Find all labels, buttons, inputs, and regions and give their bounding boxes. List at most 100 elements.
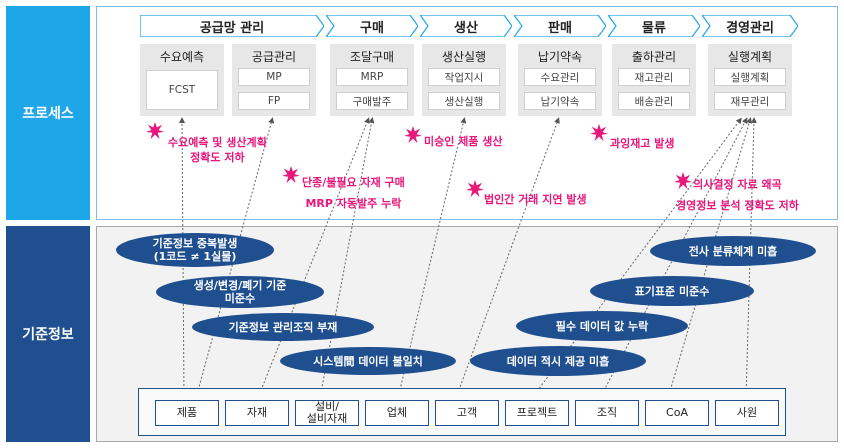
stage-management: 경영관리 bbox=[702, 15, 798, 37]
sub-item: 수요관리 bbox=[524, 68, 596, 86]
master-issue-lifecycle-rules: 생성/변경/폐기 기준 미준수 bbox=[156, 276, 324, 308]
oval-line: 기준정보 관리조직 부재 bbox=[228, 320, 338, 334]
entity-label: 조직 bbox=[596, 406, 618, 419]
oval-line: 기준정보 중복발생 bbox=[152, 237, 238, 250]
entity-label: 업체 bbox=[386, 406, 408, 419]
chevron-shape bbox=[702, 15, 798, 37]
sub-item: 재무관리 bbox=[714, 92, 786, 110]
oval-line: 전사 분류체계 미흡 bbox=[688, 244, 778, 258]
entity-label: 프로젝트 bbox=[516, 406, 558, 419]
column-title: 생산실행 bbox=[441, 50, 487, 64]
entity-employee: 사원 bbox=[715, 400, 779, 426]
entity-material: 자재 bbox=[225, 400, 289, 426]
issue-procurement: 단종/불필요 자재 구매 MRP 자동발주 누락 bbox=[302, 172, 405, 214]
chevron-shape bbox=[326, 15, 418, 37]
entity-label: 고객 bbox=[456, 406, 478, 419]
master-issue-timeliness: 데이터 적시 제공 미흡 bbox=[470, 346, 646, 376]
column-production-execution: 생산실행 작업지시 생산실행 bbox=[422, 44, 506, 116]
entity-label: CoA bbox=[666, 406, 688, 419]
alert-burst-icon bbox=[674, 172, 692, 190]
entity-vendor: 업체 bbox=[365, 400, 429, 426]
sub-item: FP bbox=[238, 92, 310, 110]
column-title: 조달구매 bbox=[349, 50, 395, 64]
issue-line: 법인간 거래 지연 발생 bbox=[484, 193, 587, 206]
connector-line bbox=[257, 117, 370, 399]
issue-line: 미승인 제품 생산 bbox=[424, 135, 503, 148]
sub-item: MP bbox=[238, 68, 310, 86]
stage-label: 물류 bbox=[642, 20, 666, 36]
oval-line: (1코드 ≠ 1실물) bbox=[153, 250, 237, 263]
column-title: 수요예측 bbox=[159, 50, 205, 64]
sub-item: 배송관리 bbox=[618, 92, 690, 110]
master-issue-missing-values: 필수 데이터 값 누락 bbox=[516, 311, 688, 341]
sub-item: 작업지시 bbox=[428, 68, 500, 86]
entity-organization: 조직 bbox=[575, 400, 639, 426]
stage-purchase: 구매 bbox=[326, 15, 418, 37]
column-execution-plan: 실행계획 실행계획 재무관리 bbox=[708, 44, 792, 116]
column-title: 실행계획 bbox=[727, 50, 773, 64]
alert-burst-icon bbox=[466, 180, 484, 198]
oval-line: 생성/변경/폐기 기준 bbox=[193, 279, 287, 292]
stage-sales: 판매 bbox=[514, 15, 606, 37]
entity-project: 프로젝트 bbox=[505, 400, 569, 426]
issue-demand-forecast: 수요예측 및 생산계획 정확도 저하 bbox=[168, 135, 267, 165]
chevron-shape bbox=[514, 15, 606, 37]
entity-label: 제품 bbox=[176, 406, 198, 419]
issue-unapproved-production: 미승인 제품 생산 bbox=[424, 134, 503, 149]
sub-item: MRP bbox=[336, 68, 408, 86]
connector-line bbox=[319, 117, 375, 399]
column-title: 납기약속 bbox=[537, 50, 583, 64]
oval-line: 시스템間 데이터 불일치 bbox=[313, 354, 423, 368]
column-delivery-promise: 납기약속 수요관리 납기약속 bbox=[518, 44, 602, 116]
issue-excess-inventory: 과잉재고 발생 bbox=[610, 136, 675, 151]
sub-item: 재고관리 bbox=[618, 68, 690, 86]
process-label: 프로세스 bbox=[6, 6, 90, 220]
stage-label: 구매 bbox=[360, 20, 384, 36]
column-title: 공급관리 bbox=[251, 50, 297, 64]
master-issue-duplication: 기준정보 중복발생 (1코드 ≠ 1실물) bbox=[116, 233, 274, 267]
entity-equipment: 설비/ 설비자재 bbox=[295, 400, 359, 426]
issue-decision-data: 의사결정 자료 왜곡 경영정보 분석 정확도 저하 bbox=[676, 174, 799, 216]
sub-item: 실행계획 bbox=[714, 68, 786, 86]
master-data-label: 기준정보 bbox=[6, 226, 90, 442]
stage-production: 생산 bbox=[420, 15, 512, 37]
master-issue-system-inconsistency: 시스템間 데이터 불일치 bbox=[280, 347, 456, 375]
alert-burst-icon bbox=[146, 122, 164, 140]
issue-line: MRP 자동발주 누락 bbox=[305, 197, 402, 210]
master-issue-no-governance: 기준정보 관리조직 부재 bbox=[192, 313, 374, 341]
issue-line: 의사결정 자료 왜곡 bbox=[693, 178, 782, 191]
column-demand-forecast: 수요예측 FCST bbox=[140, 44, 224, 116]
entity-label: 사원 bbox=[736, 406, 758, 419]
entity-label: 설비자재 bbox=[306, 412, 348, 425]
stage-logistics: 물류 bbox=[608, 15, 700, 37]
column-shipping: 출하관리 재고관리 배송관리 bbox=[612, 44, 696, 116]
alert-burst-icon bbox=[590, 124, 608, 142]
entity-label: 자재 bbox=[246, 406, 268, 419]
issue-line: 경영정보 분석 정확도 저하 bbox=[676, 199, 799, 212]
sub-item: 납기약속 bbox=[524, 92, 596, 110]
issue-line: 수요예측 및 생산계획 bbox=[168, 136, 267, 149]
stage-label: 생산 bbox=[454, 20, 478, 36]
stage-label: 판매 bbox=[548, 20, 572, 36]
oval-line: 표기표준 미준수 bbox=[634, 284, 710, 298]
master-entities: 제품 자재 설비/ 설비자재 업체 고객 프로젝트 조직 CoA 사원 bbox=[138, 388, 786, 436]
master-issue-classification: 전사 분류체계 미흡 bbox=[650, 236, 816, 266]
issue-line: 과잉재고 발생 bbox=[610, 137, 675, 150]
issue-line: 정확도 저하 bbox=[190, 151, 245, 164]
column-title: 출하관리 bbox=[631, 50, 677, 64]
chevron-shape bbox=[420, 15, 512, 37]
column-supply-management: 공급관리 MP FP bbox=[232, 44, 316, 116]
oval-line: 데이터 적시 제공 미흡 bbox=[506, 354, 610, 368]
issue-line: 단종/불필요 자재 구매 bbox=[302, 176, 405, 189]
entity-product: 제품 bbox=[155, 400, 219, 426]
stage-label: 경영관리 bbox=[726, 20, 774, 36]
chevron-shape bbox=[608, 15, 700, 37]
entity-coa: CoA bbox=[645, 400, 709, 426]
sub-item: FCST bbox=[146, 70, 218, 110]
alert-burst-icon bbox=[282, 166, 300, 184]
connector-line bbox=[455, 117, 560, 399]
sub-item: 생산실행 bbox=[428, 92, 500, 110]
sub-item: 구매발주 bbox=[336, 92, 408, 110]
stage-scm: 공급망 관리 bbox=[140, 15, 324, 37]
master-issue-notation-standard: 표기표준 미준수 bbox=[590, 276, 754, 306]
